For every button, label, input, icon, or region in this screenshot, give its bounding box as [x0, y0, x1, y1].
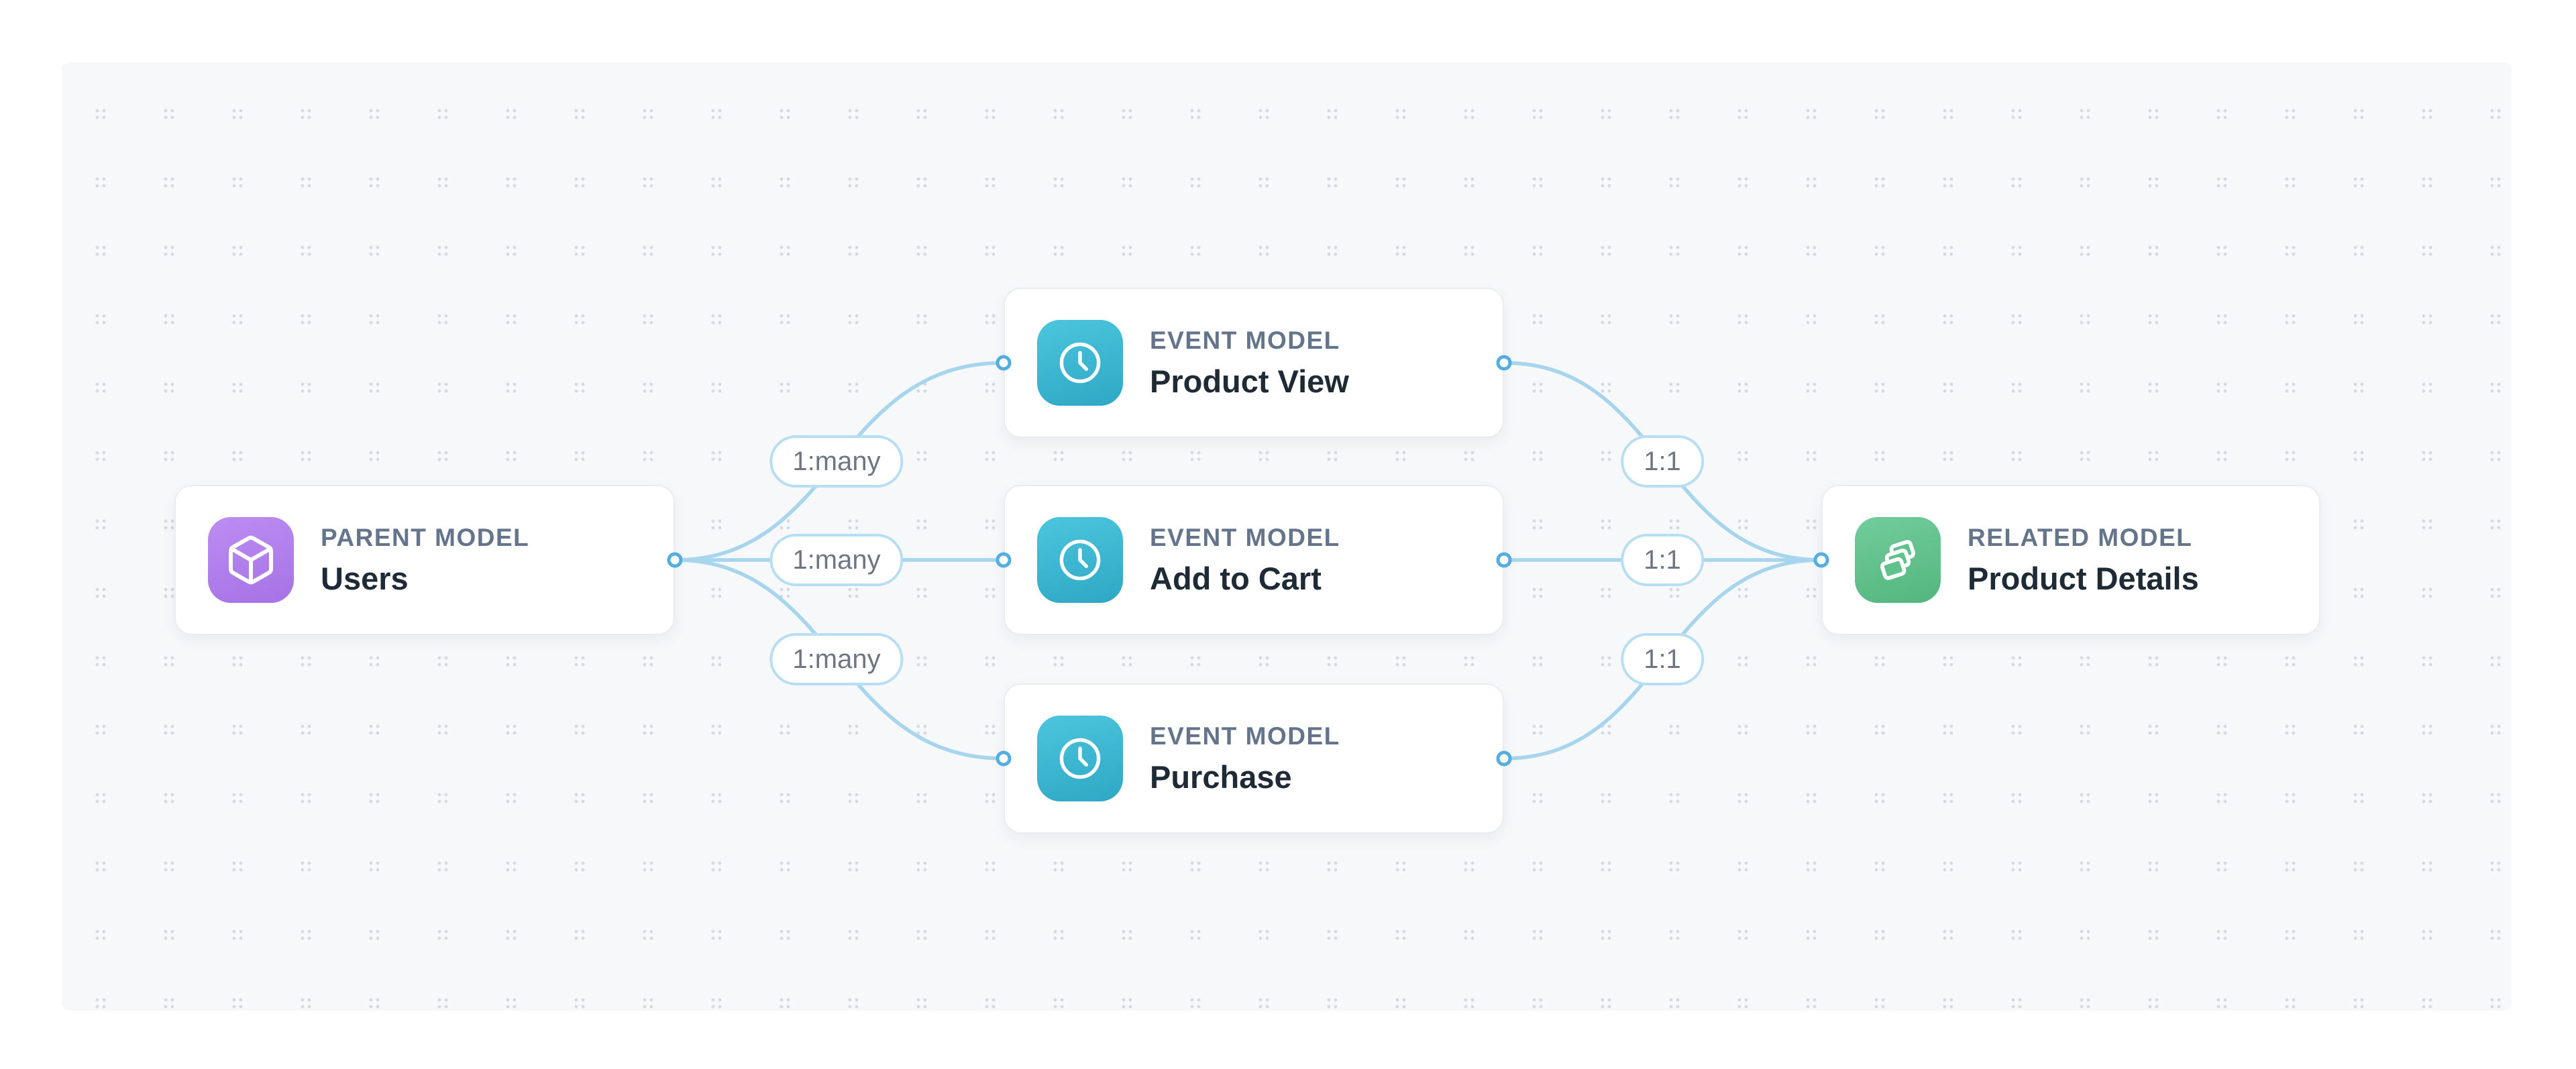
node-event-model-product-view[interactable]: EVENT MODEL Product View — [1004, 288, 1504, 438]
node-title: Purchase — [1150, 758, 1292, 795]
node-event-model-purchase[interactable]: EVENT MODEL Purchase — [1004, 683, 1504, 834]
edge-label-pill[interactable]: 1:1 — [1621, 534, 1704, 586]
edge-label-pill[interactable]: 1:many — [769, 435, 904, 488]
node-text-block: EVENT MODEL Purchase — [1150, 722, 1340, 795]
clock-icon — [1037, 716, 1123, 801]
node-text-block: EVENT MODEL Add to Cart — [1150, 524, 1340, 597]
diagram-canvas[interactable]: 1:many 1:many 1:many 1:1 1:1 1:1 PARENT … — [62, 62, 2512, 1011]
connection-handle-purchase-in[interactable] — [996, 750, 1012, 767]
node-text-block: EVENT MODEL Product View — [1150, 327, 1349, 400]
connection-handle-product-view-out[interactable] — [1496, 355, 1512, 371]
node-title: Add to Cart — [1150, 560, 1322, 596]
clock-icon — [1037, 320, 1123, 406]
node-type-label: EVENT MODEL — [1150, 523, 1340, 551]
edge-label-pill[interactable]: 1:many — [769, 633, 904, 685]
clock-icon — [1037, 517, 1123, 603]
layers-icon — [1855, 517, 1941, 603]
node-type-label: RELATED MODEL — [1968, 523, 2193, 551]
edge-label-pill[interactable]: 1:many — [769, 534, 904, 586]
node-type-label: EVENT MODEL — [1150, 722, 1340, 750]
edge-label-pill[interactable]: 1:1 — [1621, 633, 1704, 685]
connection-handle-product-details-in[interactable] — [1813, 552, 1829, 568]
node-text-block: PARENT MODEL Users — [321, 524, 529, 597]
node-event-model-add-to-cart[interactable]: EVENT MODEL Add to Cart — [1004, 485, 1504, 635]
node-type-label: EVENT MODEL — [1150, 326, 1340, 354]
edge-label-pill[interactable]: 1:1 — [1621, 435, 1704, 488]
node-title: Product View — [1150, 363, 1349, 399]
node-type-label: PARENT MODEL — [321, 523, 530, 551]
connection-handle-product-view-in[interactable] — [996, 355, 1012, 371]
node-related-model-product-details[interactable]: RELATED MODEL Product Details — [1821, 485, 2320, 635]
node-parent-model-users[interactable]: PARENT MODEL Users — [174, 485, 675, 635]
connection-handle-purchase-out[interactable] — [1496, 750, 1512, 767]
connection-handle-add-to-cart-out[interactable] — [1496, 552, 1512, 568]
node-title: Users — [321, 560, 409, 596]
node-text-block: RELATED MODEL Product Details — [1968, 524, 2199, 597]
node-title: Product Details — [1968, 560, 2199, 596]
connection-handle-users-out[interactable] — [667, 552, 683, 568]
connection-handle-add-to-cart-in[interactable] — [996, 552, 1012, 568]
cube-icon — [208, 517, 294, 603]
